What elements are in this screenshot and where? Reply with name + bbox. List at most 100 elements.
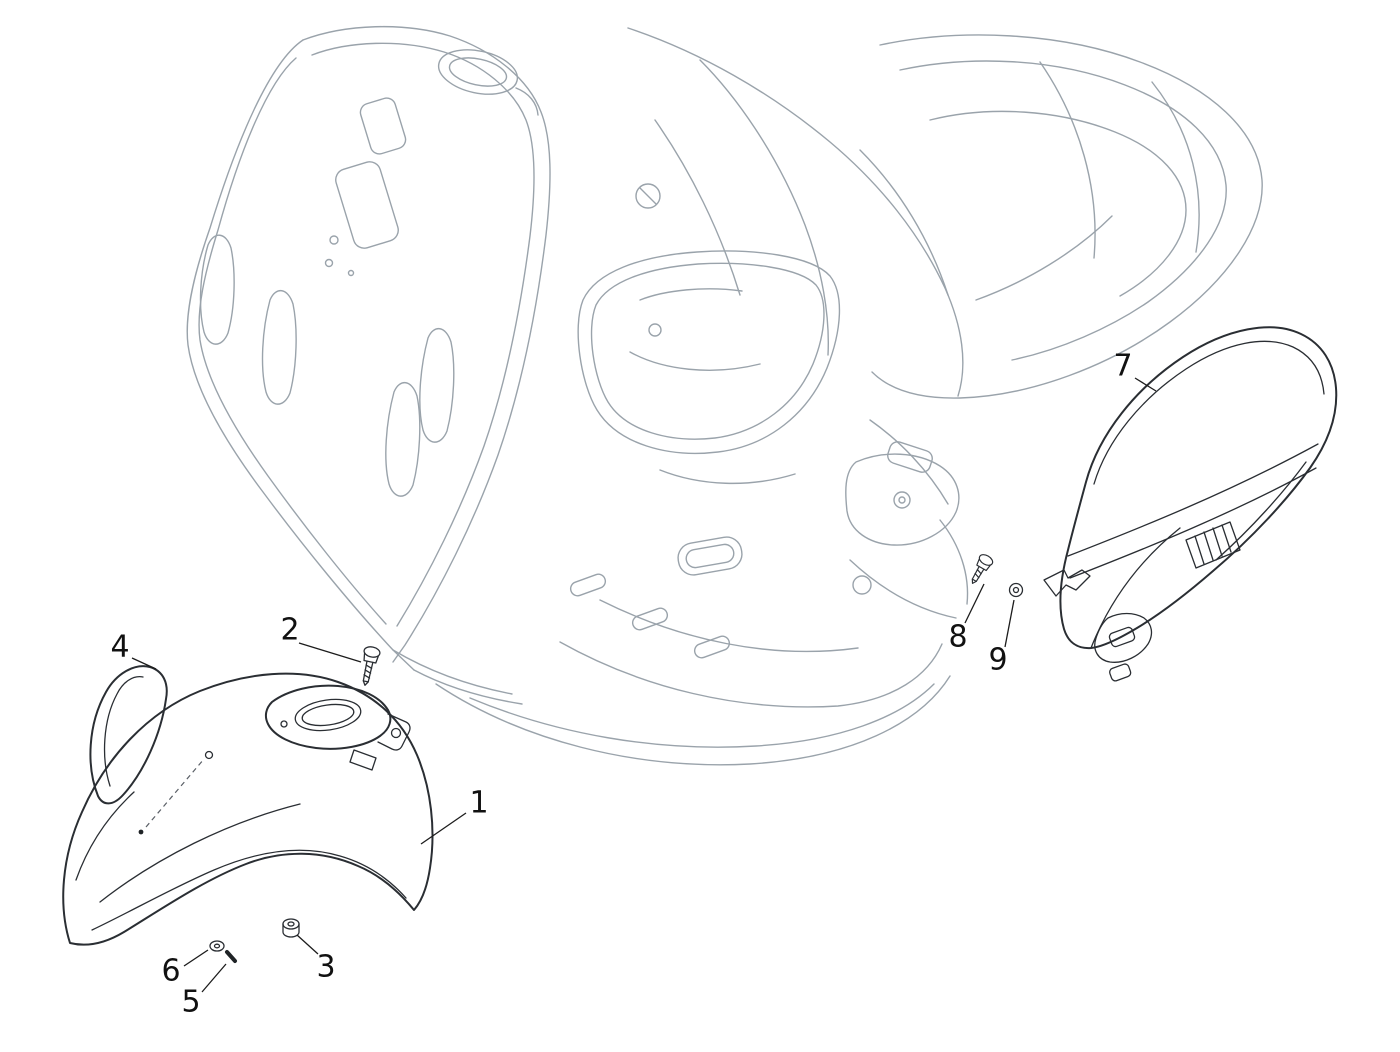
screw-part-8 [971, 554, 994, 584]
front-mudguard-rim-line [75, 791, 135, 881]
callout-1-label: 1 [469, 786, 488, 821]
mount-plate-outline [264, 684, 392, 750]
trim-alignment-dash [145, 758, 205, 828]
shield-outer-left [186, 39, 415, 671]
mount-hole-outer [294, 698, 362, 732]
footboard-slot-inner [685, 543, 735, 569]
rear-panel-line-1 [859, 149, 949, 296]
rear-panel-line-3 [654, 119, 741, 296]
shield-bottom-sweep-1 [392, 649, 513, 695]
callout-4-label: 4 [110, 630, 129, 665]
screw-shaft [971, 565, 985, 582]
frame-badge-slash [639, 187, 657, 205]
callout-8-leader [964, 583, 985, 624]
callout-6-leader [183, 949, 209, 967]
vent-slot-left-1 [199, 234, 235, 345]
opening-detail-1 [639, 288, 743, 301]
washer-outer [1008, 582, 1024, 598]
bottom-bracket-outline [1094, 612, 1153, 663]
trim-rivet-dot [138, 829, 144, 835]
bracket-hole-outer [893, 491, 911, 509]
rib-lines [1194, 524, 1232, 565]
footboard-slot-outer [677, 536, 743, 576]
vent-slot-left-2 [261, 290, 297, 405]
nut-side [282, 923, 300, 938]
screw-tip [362, 680, 369, 686]
rivet-part-6 [209, 940, 225, 952]
front-shield-drawing [186, 25, 551, 705]
trim-inner-line [103, 676, 144, 787]
rear-frame-edge [627, 27, 964, 397]
mount-tab-hole [390, 727, 402, 739]
callout-8-label: 8 [948, 620, 967, 655]
screw-head-side [976, 558, 991, 572]
rear-mudguard-trailing-inner [1215, 461, 1307, 561]
shield-inner-left [198, 57, 387, 625]
opening-hole [648, 323, 662, 337]
floor-slot-c [693, 635, 731, 659]
frame-arc-right-2 [849, 559, 957, 619]
rear-mudguard-part-7 [1043, 326, 1338, 682]
floor-rail-1 [469, 683, 935, 748]
shield-slot-upper [359, 97, 407, 155]
rear-lower-bracket [887, 441, 933, 473]
bottom-bracket-tab [1109, 663, 1132, 682]
pin-body [225, 950, 237, 963]
rear-cowl-outer [871, 34, 1263, 399]
frame-opening-outer [577, 250, 841, 455]
rear-cowl-inner-2 [929, 110, 1187, 297]
washer-inner [1012, 586, 1020, 594]
steering-hole-inner [448, 57, 508, 87]
shield-hole-b [324, 258, 334, 268]
callout-6-label: 6 [161, 954, 180, 989]
vent-slot-right-2 [385, 382, 421, 497]
trim-outline [89, 665, 168, 805]
floor-slot-b [631, 607, 669, 631]
callout-2-leader [298, 642, 362, 663]
front-mudguard-outline [62, 672, 434, 946]
callout-5-leader [201, 963, 227, 993]
callouts: 1 2 3 4 5 6 7 8 9 [110, 349, 1157, 1020]
floor-rail-2 [559, 641, 943, 708]
vent-slot-right-1 [419, 328, 455, 443]
rivet-center [213, 943, 221, 949]
mount-screw-hole [280, 720, 288, 728]
screw-threads [974, 568, 982, 579]
nut-top [282, 918, 300, 930]
shield-outer-right [302, 25, 551, 663]
rear-body-drawing [627, 27, 1263, 505]
screw-head [363, 646, 381, 658]
washer-part-9 [1008, 582, 1024, 598]
rear-panel-line-4 [1039, 61, 1096, 259]
mount-hole-inner [301, 703, 355, 727]
callout-9-label: 9 [988, 643, 1007, 678]
shield-bottom-sweep-2 [413, 669, 523, 705]
steering-hole-outer [437, 49, 519, 95]
rear-cowl-inner-1 [899, 60, 1227, 361]
frame-bracket [845, 453, 960, 546]
rivet-cap [209, 940, 225, 952]
steering-side-line [515, 87, 539, 116]
screw-head [978, 554, 994, 566]
scooter-frame-drawing [186, 25, 1263, 766]
rear-mudguard-top-inner [1093, 340, 1325, 485]
frame-opening-inner [590, 262, 825, 440]
rear-panel-line-5 [1151, 81, 1200, 253]
bottom-bracket-slot [1108, 626, 1136, 648]
mount-side-tab [377, 713, 411, 751]
front-mudguard-part [62, 672, 434, 946]
left-hook-bracket [1043, 569, 1091, 597]
pin-part-5 [225, 950, 237, 963]
rear-band-line-2 [1069, 467, 1317, 579]
shield-hole-c [347, 269, 355, 277]
seat-rail-bottom [659, 469, 796, 485]
center-floorboard-drawing [435, 250, 969, 766]
mount-step-detail [349, 749, 377, 771]
callout-7-label: 7 [1113, 349, 1132, 384]
trim-alignment-hole [204, 750, 214, 760]
callout-1-leader [420, 812, 467, 845]
screw-part-2 [362, 646, 381, 686]
callout-3-leader [296, 934, 319, 955]
